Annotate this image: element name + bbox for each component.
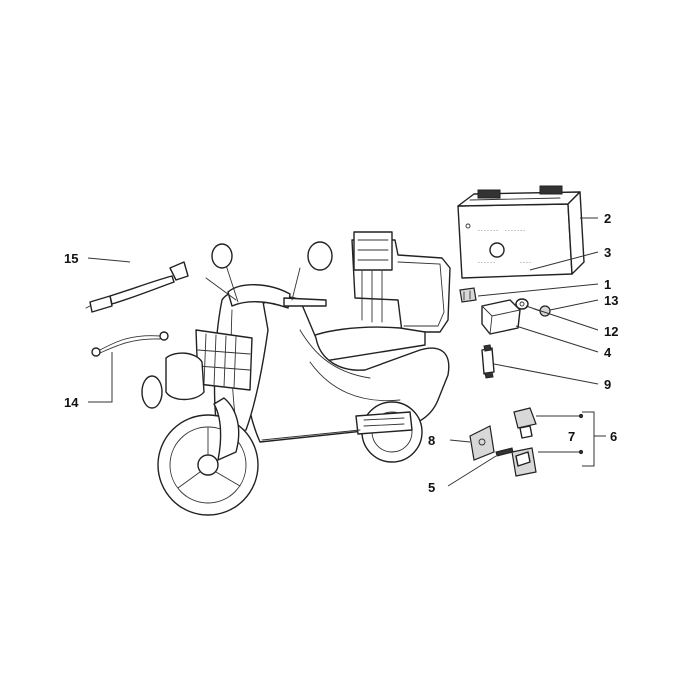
spark-plug-cap (85, 261, 189, 313)
callout-14: 14 (64, 395, 79, 410)
callout-2: 2 (604, 211, 611, 226)
bolt (495, 447, 514, 457)
scooter-drawing (141, 231, 451, 516)
ground-cable (91, 331, 169, 357)
svg-text:- - - - - - -: - - - - - - - (478, 228, 498, 234)
terminal-connector (459, 287, 477, 303)
terminal-cover-top (513, 407, 537, 439)
leader-lines (87, 217, 606, 487)
callout-6: 6 (610, 429, 617, 444)
callout-9: 9 (604, 377, 611, 392)
callout-3: 3 (604, 245, 611, 260)
callout-15: 15 (64, 251, 78, 266)
fuse (481, 344, 495, 379)
callout-8: 8 (428, 433, 435, 448)
relay (481, 299, 521, 335)
svg-text:- - - -: - - - - (520, 260, 531, 266)
callout-7: 7 (568, 429, 575, 444)
mounting-bracket (469, 425, 495, 461)
callout-1: 1 (604, 277, 611, 292)
washer-nut (515, 298, 529, 310)
callout-12: 12 (604, 324, 618, 339)
callout-5: 5 (428, 480, 435, 495)
terminal-cover-bottom (511, 447, 537, 477)
battery: - - - - - - - - - - - - - - - - - - - - … (457, 185, 585, 279)
callout-4: 4 (604, 345, 612, 360)
svg-text:- - - - - - -: - - - - - - - (505, 228, 525, 234)
svg-text:- - - - - -: - - - - - - (478, 260, 495, 266)
callout-13: 13 (604, 293, 618, 308)
